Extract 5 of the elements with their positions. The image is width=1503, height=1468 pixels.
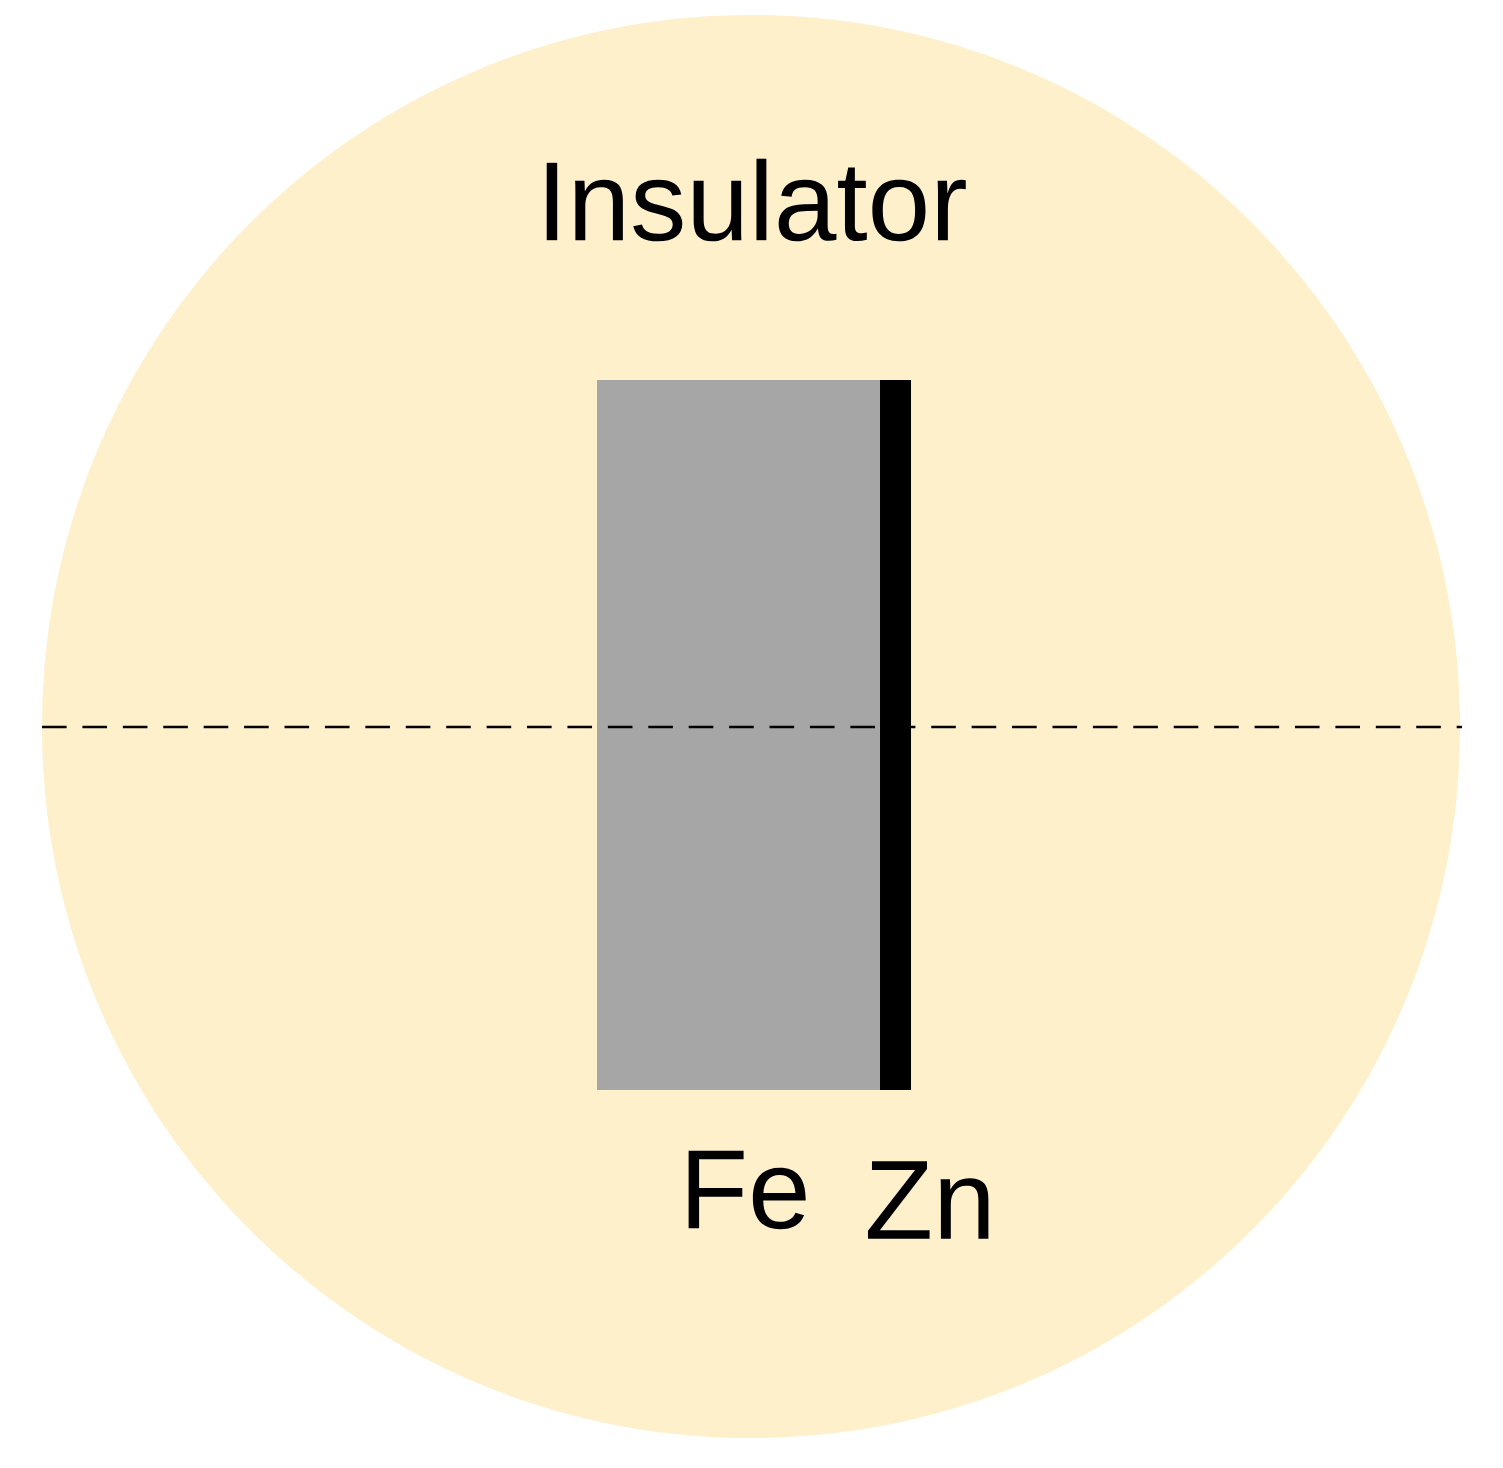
zinc-layer xyxy=(880,380,911,1090)
material-label: Zn xyxy=(867,1161,989,1239)
material-label: Fe xyxy=(688,1150,806,1230)
region-label: Insulator xyxy=(546,158,966,242)
iron-plate xyxy=(597,380,880,1090)
